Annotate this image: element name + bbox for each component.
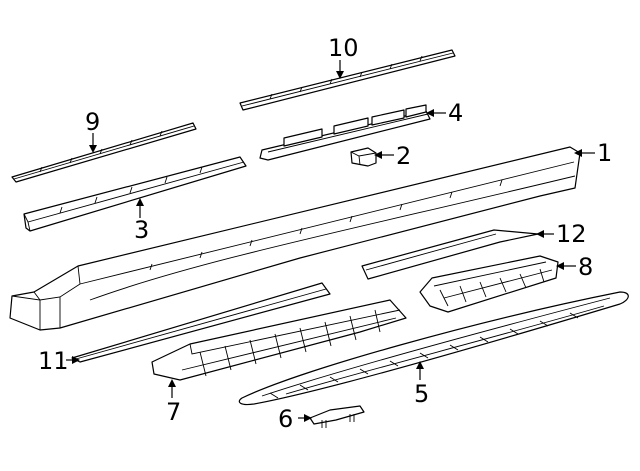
part-7-lower-bracket (151, 299, 407, 381)
callout-10: 10 (328, 34, 359, 62)
callout-5: 5 (414, 380, 429, 408)
callout-12: 12 (556, 220, 587, 248)
part-4-bracket (259, 104, 431, 161)
callout-11: 11 (38, 347, 69, 375)
part-12-trim-strip (361, 229, 539, 280)
part-8-support-bracket (419, 255, 559, 313)
callout-6: 6 (278, 405, 293, 433)
callout-1: 1 (597, 139, 612, 167)
callout-3: 3 (134, 216, 149, 244)
part-5-step-pad (238, 291, 629, 406)
callout-9: 9 (85, 108, 100, 136)
part-9-molding-strip (11, 122, 197, 183)
part-3-bracket-rail (23, 156, 247, 232)
part-6-end-cap (309, 405, 365, 428)
callout-8: 8 (578, 253, 593, 281)
leader-lines (66, 60, 595, 422)
callout-2: 2 (396, 142, 411, 170)
part-2-clip (350, 147, 377, 167)
part-1-rocker-panel (9, 146, 581, 331)
callout-4: 4 (448, 99, 463, 127)
part-10-molding-strip (239, 49, 456, 111)
callout-7: 7 (166, 398, 181, 426)
